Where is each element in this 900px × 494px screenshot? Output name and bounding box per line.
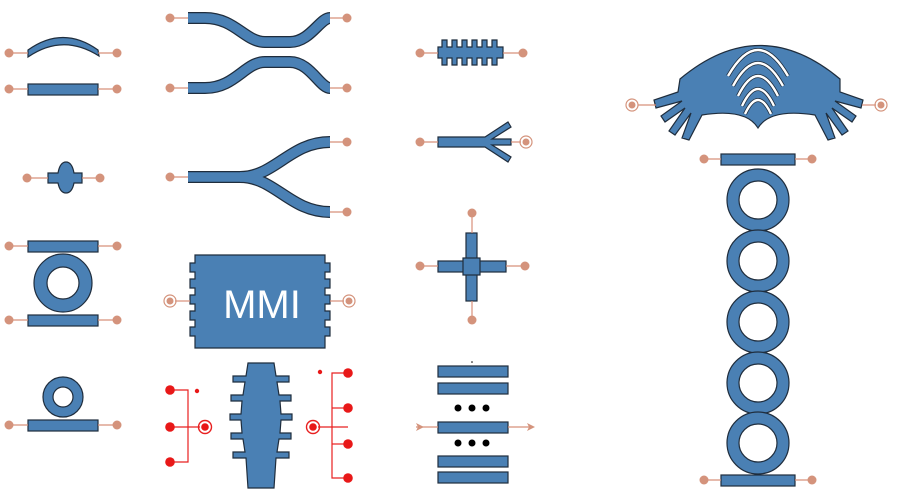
port-ring: [163, 294, 177, 308]
coupled-ring-chain[interactable]: [699, 153, 817, 487]
bent-waveguide[interactable]: [4, 37, 122, 59]
bragg-grating[interactable]: [415, 39, 528, 66]
directional-coupler[interactable]: [165, 12, 352, 94]
straight-waveguide[interactable]: [4, 83, 122, 96]
ring-filter[interactable]: [4, 240, 122, 327]
y-splitter[interactable]: [165, 136, 352, 218]
mmi-label: MMI: [223, 283, 301, 327]
arrayed-waveguide-grating[interactable]: [625, 44, 888, 141]
waveguide-crossing[interactable]: [415, 208, 530, 325]
port-ring: [342, 294, 356, 308]
y-combiner[interactable]: [415, 121, 533, 163]
port-pin: [4, 48, 14, 58]
taper-waveguide[interactable]: [22, 161, 105, 194]
port-pin: [112, 48, 122, 58]
coupled-waveguide-array[interactable]: [416, 361, 535, 484]
grating-coupler[interactable]: [165, 362, 353, 489]
mmi-coupler[interactable]: MMI: [163, 254, 356, 349]
ring-resonator[interactable]: [4, 376, 122, 432]
